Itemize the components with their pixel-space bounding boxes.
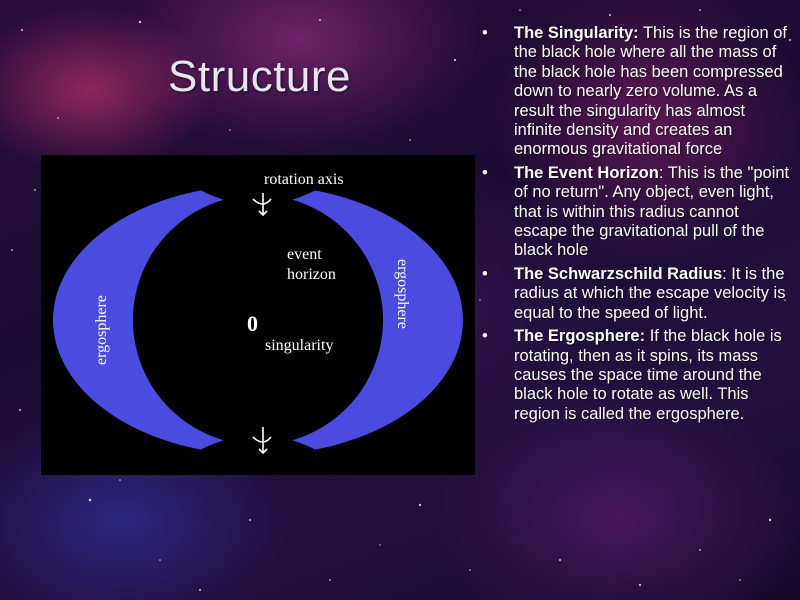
bullet-event-horizon: • The Event Horizon: This is the "point …: [478, 164, 796, 261]
rotation-axis-top-arrow: [252, 193, 272, 217]
bullet-marker: •: [482, 264, 488, 283]
bullet-ergosphere: • The Ergosphere: If the black hole is r…: [478, 327, 796, 424]
bullet-list: • The Singularity: This is the region of…: [478, 24, 796, 428]
bullet-marker: •: [482, 327, 488, 346]
singularity-label: singularity: [265, 337, 333, 354]
event-horizon-circle: [133, 195, 383, 445]
bullet-term: The Singularity:: [514, 24, 639, 42]
rotation-axis-bottom-arrow: [252, 427, 272, 455]
bullet-text: : It is the radius at which the escape v…: [514, 264, 786, 322]
rotation-axis-label: rotation axis: [264, 171, 344, 188]
slide-title: Structure: [168, 52, 352, 101]
bullet-term: The Event Horizon: [514, 163, 659, 182]
bullet-marker: •: [482, 24, 488, 42]
singularity-marker: 0: [247, 311, 258, 336]
bullet-text: If the black hole is rotating, then as i…: [514, 327, 782, 423]
event-horizon-label-line2: horizon: [287, 266, 336, 283]
black-hole-structure-diagram: rotation axis event horizon 0 singularit…: [41, 155, 475, 475]
ergosphere-top-notch: [191, 155, 325, 205]
bullet-marker: •: [482, 163, 488, 182]
bullet-text: This is the region of the black hole whe…: [514, 24, 787, 159]
bullet-term: The Ergosphere:: [514, 327, 646, 346]
bullet-schwarzschild-radius: • The Schwarzschild Radius: It is the ra…: [478, 265, 796, 323]
event-horizon-label-line1: event: [287, 246, 322, 263]
ergosphere-label-right: ergosphere: [394, 259, 411, 329]
bullet-term: The Schwarzschild Radius: [514, 264, 723, 283]
ergosphere-bottom-notch: [191, 435, 325, 475]
bullet-text: : This is the "point of no return". Any …: [514, 163, 790, 260]
bullet-singularity: • The Singularity: This is the region of…: [478, 24, 796, 160]
ergosphere-label-left: ergosphere: [93, 295, 110, 365]
